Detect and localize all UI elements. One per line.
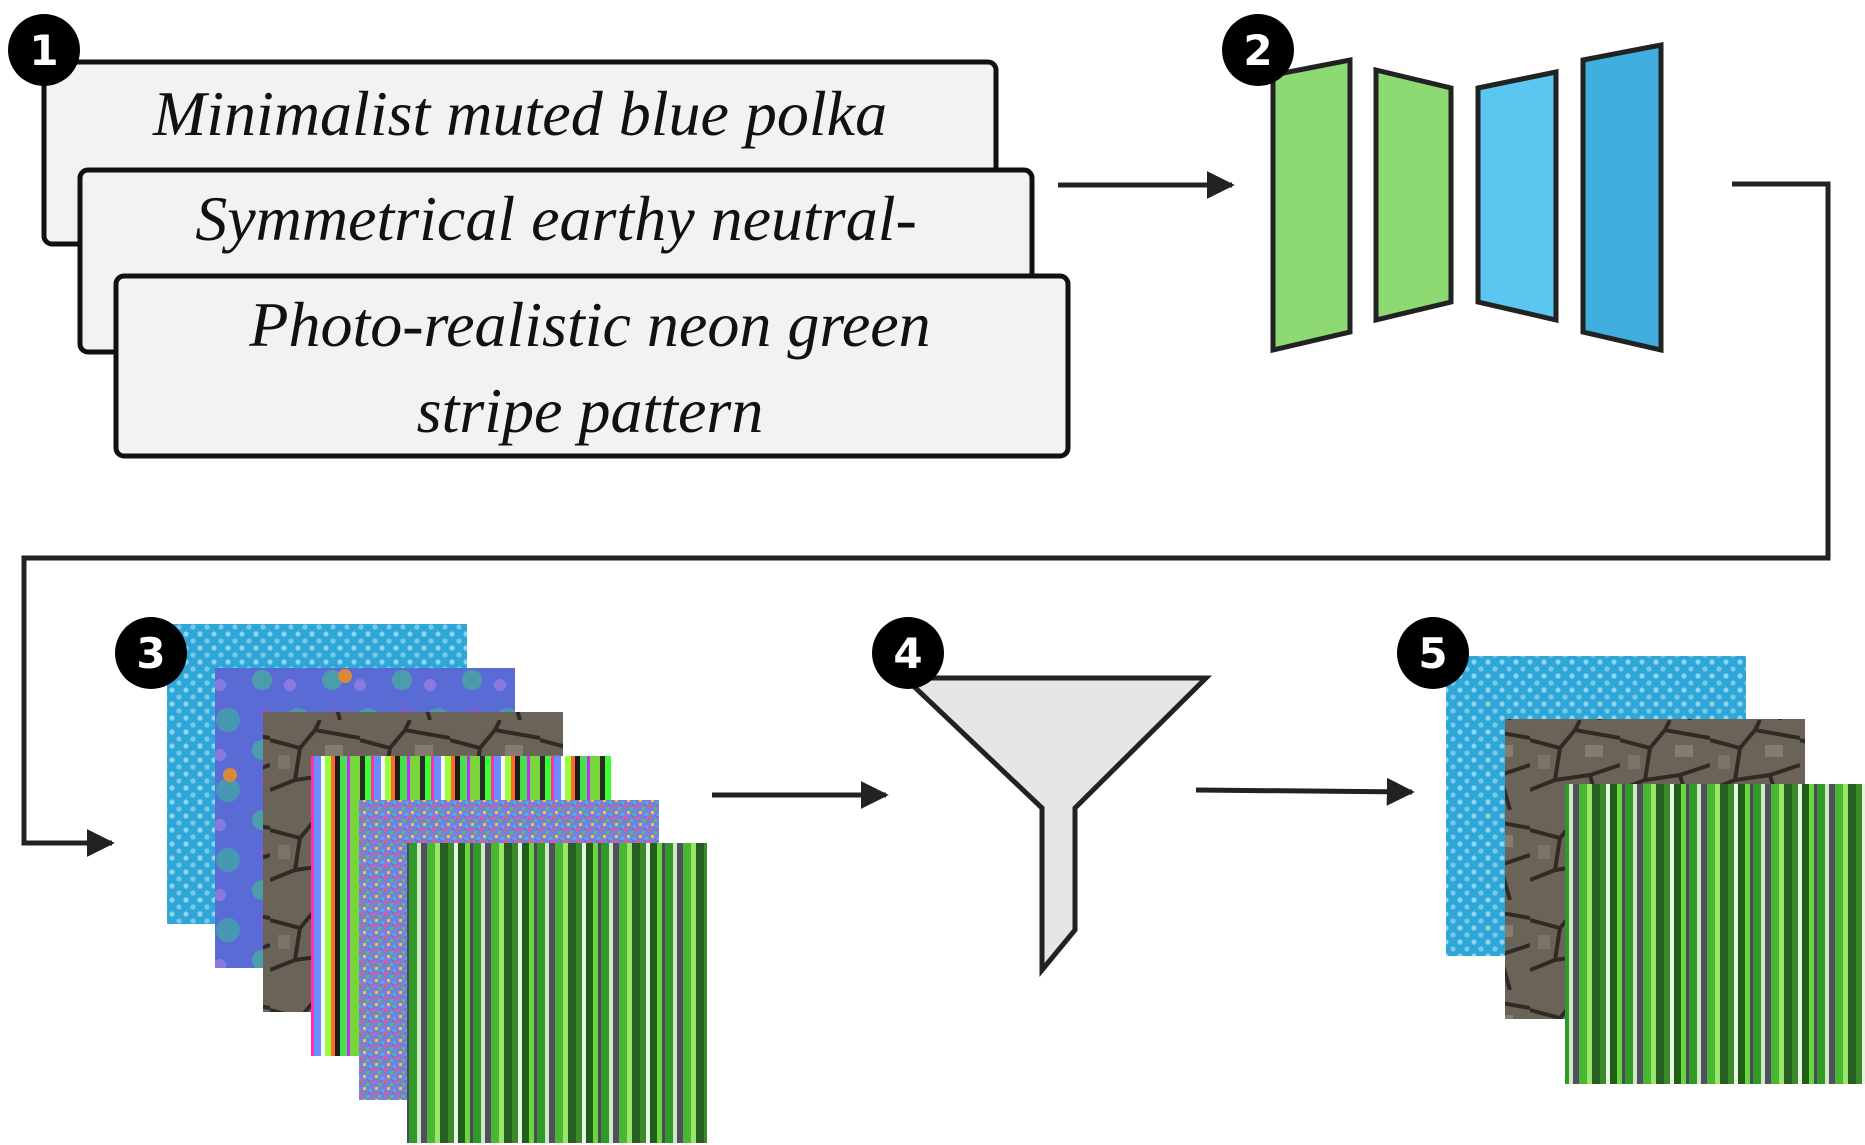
arrow-filter-to-selected <box>1195 777 1415 806</box>
generated-texture-stack <box>167 624 707 1143</box>
svg-text:4: 4 <box>893 629 922 678</box>
prompt-1-line-1: Minimalist muted blue polka <box>152 78 887 149</box>
svg-text:3: 3 <box>136 629 165 678</box>
prompt-card-3 <box>113 273 1071 459</box>
step-badge-3: 3 <box>115 617 187 689</box>
prompt-stack: Minimalist muted blue polka Symmetrical … <box>41 59 1071 459</box>
svg-text:5: 5 <box>1418 629 1447 678</box>
prompt-3-line-1: Photo-realistic neon green <box>248 289 930 360</box>
texture-purple-spot <box>338 669 352 683</box>
encoder-block-2 <box>1373 66 1454 324</box>
step-badge-1: 1 <box>8 14 80 86</box>
svg-text:2: 2 <box>1243 26 1272 75</box>
funnel-icon <box>898 675 1213 977</box>
selected-texture-green-stripes <box>1565 784 1865 1084</box>
filtered-texture-stack <box>1446 656 1865 1084</box>
decoder-block-2 <box>1580 41 1664 354</box>
texture-purple-spot-2 <box>223 768 237 782</box>
prompt-2-line-1: Symmetrical earthy neutral- <box>195 183 917 254</box>
arrow-model-to-generated <box>21 181 1831 857</box>
texture-green-stripes <box>407 843 707 1143</box>
step-badge-2: 2 <box>1222 14 1294 86</box>
encoder-block-1 <box>1270 56 1353 354</box>
step-badge-5: 5 <box>1397 617 1469 689</box>
svg-text:1: 1 <box>29 26 58 75</box>
encoder-decoder-network-icon <box>1270 41 1664 354</box>
step-badge-4: 4 <box>872 617 944 689</box>
prompt-3-line-2: stripe pattern <box>417 375 764 446</box>
decoder-block-1 <box>1475 68 1559 324</box>
